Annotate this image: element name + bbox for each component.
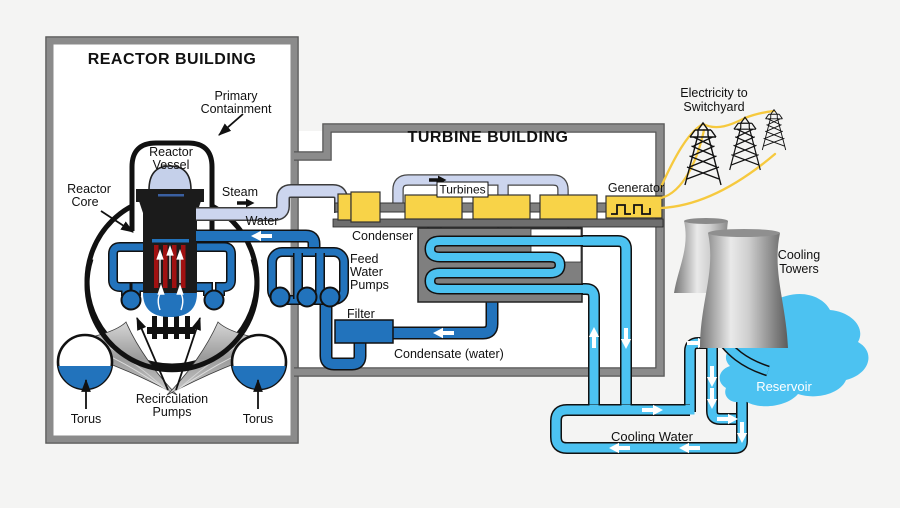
feed-water-pumps-label-2: Water (350, 265, 383, 279)
core-flow-arrows (156, 245, 184, 283)
vessel-dome (148, 165, 192, 191)
turbine-block-1 (404, 194, 463, 220)
turbine-block-2 (472, 194, 531, 220)
condenser-coil (424, 235, 583, 295)
feed-pump-2 (296, 286, 318, 308)
feed-pump-3 (319, 286, 341, 308)
feed-water-pumps-label-3: Pumps (350, 278, 389, 292)
torus-right (230, 333, 288, 391)
pointer-arrows (81, 113, 263, 409)
generator-label: Generator (608, 181, 664, 195)
primary-containment-pointer (218, 113, 244, 136)
primary-containment-label-1: Primary (214, 89, 258, 103)
steam-pipe (196, 184, 348, 221)
torus-right-label: Torus (243, 412, 274, 426)
turbine-block-3 (539, 194, 598, 220)
turbines-label-box (436, 181, 489, 198)
recirc-pump-right-pointer (175, 316, 201, 391)
primary-containment-label-2: Containment (201, 102, 272, 116)
feedwater-pipe (196, 229, 321, 256)
electricity-label-1: Electricity to (680, 86, 747, 100)
condensate-label: Condensate (water) (394, 347, 504, 361)
recirculation-pumps-label-1: Recirculation (136, 392, 208, 406)
cooling-towers-label-2: Towers (779, 262, 819, 276)
turbine-building-title: TURBINE BUILDING (408, 129, 569, 146)
recirculation-pumps-label-2: Pumps (153, 405, 192, 419)
cooling-water-label: Cooling Water (611, 429, 694, 444)
condenser-label: Condenser (352, 229, 413, 243)
reactor-core-label-2: Core (71, 195, 98, 209)
reactor-vessel-label-1: Reactor (149, 145, 193, 159)
turbines-label: Turbines (439, 183, 485, 197)
torus-left (56, 333, 114, 391)
reservoir-label: Reservoir (756, 379, 812, 394)
fuel-rods (154, 245, 186, 288)
recirc-pump-left (120, 289, 142, 311)
cooling-tower-large (700, 229, 788, 348)
vessel-bottom-flow-arrows (157, 283, 184, 311)
turbine-generator-train (337, 191, 663, 223)
reservoir-blob (719, 293, 869, 407)
water-label: Water (246, 214, 279, 228)
core-top-plate (152, 239, 189, 243)
feed-pump-1 (269, 286, 291, 308)
reactor-vessel (136, 165, 204, 317)
recirc-pump-left-pointer (136, 317, 169, 391)
reactor-vessel-label-2: Vessel (153, 158, 190, 172)
feed-water-pumps-label-1: Feed (350, 252, 379, 266)
condensate-pipe (393, 276, 499, 340)
steam-label: Steam (222, 185, 258, 199)
filter-box (334, 319, 394, 344)
cooling-towers-label-1: Cooling (778, 248, 820, 262)
control-rods (147, 316, 195, 339)
torus-left-label: Torus (71, 412, 102, 426)
filter-return-pipe (319, 297, 367, 371)
electricity-label-2: Switchyard (683, 100, 744, 114)
vessel-water (143, 293, 197, 317)
turbine-base (332, 218, 664, 228)
recirc-pump-right (203, 289, 225, 311)
reactor-core-label-1: Reactor (67, 182, 111, 196)
reactor-building-title: REACTOR BUILDING (88, 51, 257, 68)
hp-turbine-block (350, 191, 381, 223)
hp-turbine-small-block (337, 193, 352, 221)
generator-symbol (611, 204, 651, 215)
reactor-core-pointer (100, 210, 134, 233)
filter-label: Filter (347, 307, 375, 321)
power-lines (659, 109, 777, 210)
drywell-lower-arc (84, 258, 260, 373)
